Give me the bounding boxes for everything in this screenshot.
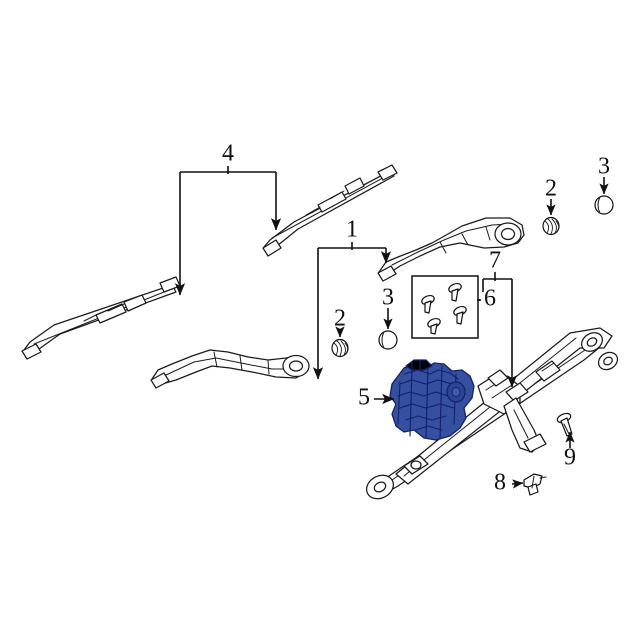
leader-7 xyxy=(482,272,518,388)
callout-label-6: 6 xyxy=(484,286,496,312)
callout-label-8: 8 xyxy=(494,470,506,496)
callout-label-1: 1 xyxy=(346,217,358,243)
linkage-clip xyxy=(523,473,547,496)
linkage-bolt xyxy=(556,412,573,437)
leader-1 xyxy=(312,242,392,380)
screw-icon xyxy=(427,317,441,335)
wiper-arm-right xyxy=(377,217,525,282)
callout-label-9: 9 xyxy=(564,445,576,471)
callout-label-2-right: 2 xyxy=(545,176,557,202)
wiper-linkage-assembly xyxy=(365,327,619,500)
arm-cap-right xyxy=(594,195,614,215)
nut-cap-left xyxy=(331,338,349,358)
leader-4 xyxy=(174,166,282,296)
wiper-motor-highlighted xyxy=(389,359,475,441)
motor-screw-box xyxy=(411,275,479,339)
screw-icon xyxy=(421,294,435,314)
callout-label-3-left: 3 xyxy=(382,285,394,311)
arm-cap-left xyxy=(378,330,398,350)
callout-label-2-left: 2 xyxy=(334,306,346,332)
callout-label-5: 5 xyxy=(358,385,370,411)
callout-label-4: 4 xyxy=(222,141,234,167)
callout-label-7: 7 xyxy=(489,248,501,274)
nut-cap-right xyxy=(542,216,560,236)
callout-label-3-right: 3 xyxy=(598,154,610,180)
screw-icon xyxy=(448,282,462,302)
wiper-blade-lower xyxy=(21,276,181,360)
wiper-blade-upper xyxy=(262,164,398,257)
screw-icon xyxy=(453,305,467,325)
leader-8 xyxy=(511,479,524,489)
wiper-arm-left xyxy=(150,349,310,389)
